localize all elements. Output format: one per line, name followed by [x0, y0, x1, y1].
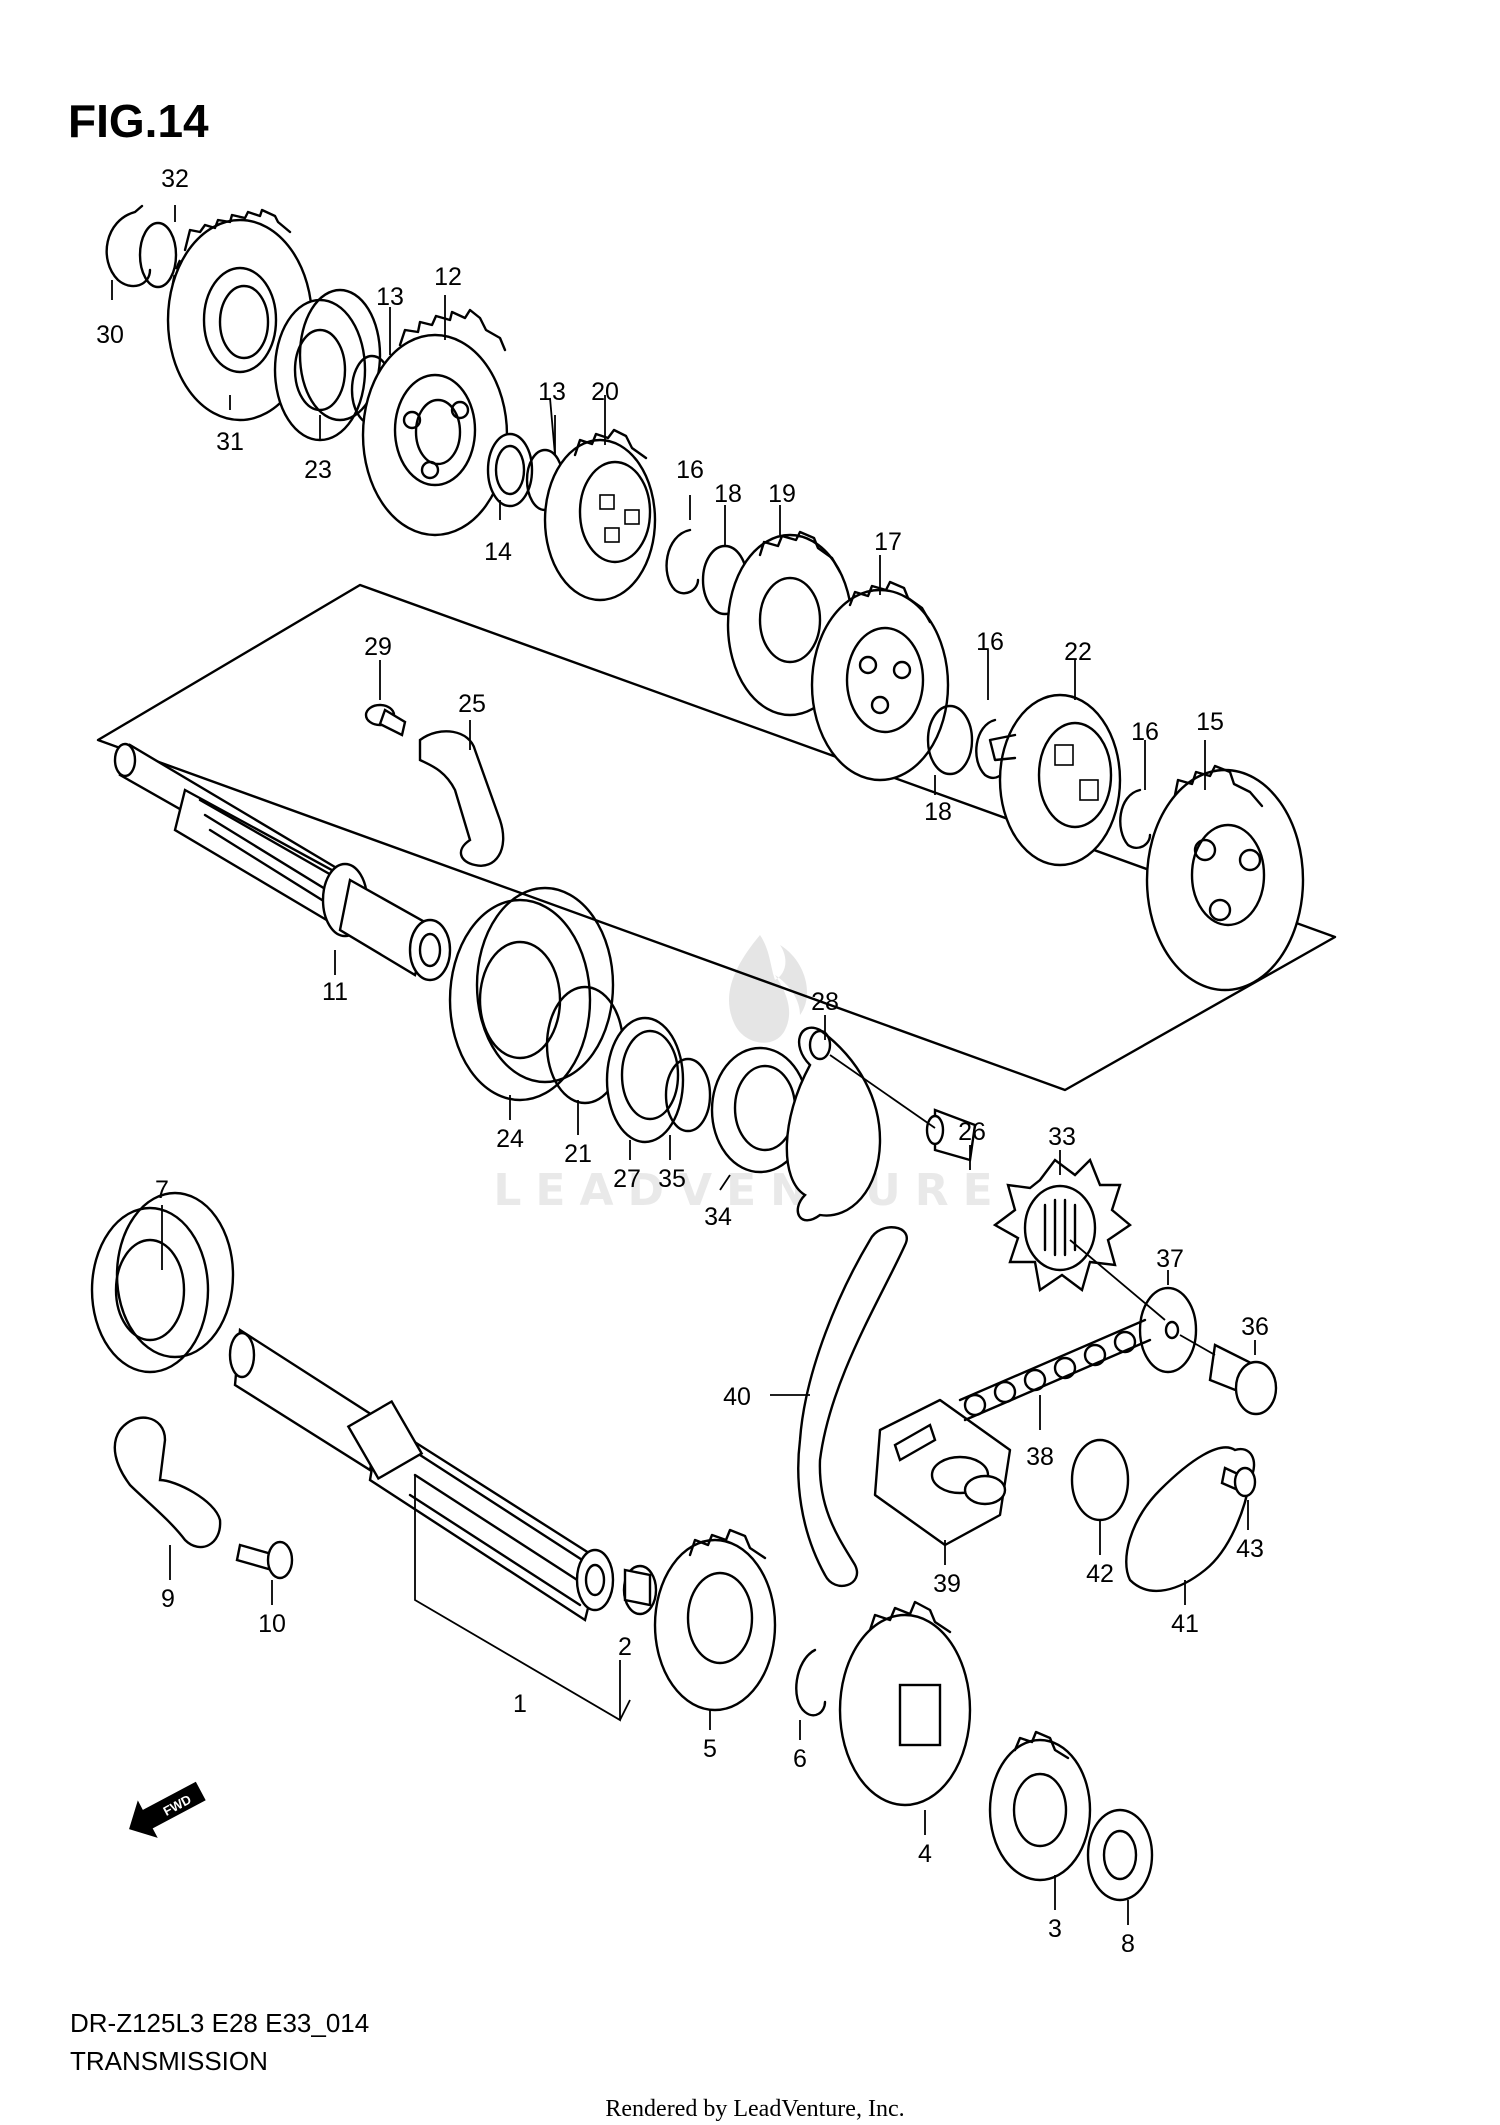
- callout-26: 26: [958, 1118, 986, 1146]
- callout-14: 14: [484, 538, 512, 566]
- figure-title: FIG.14: [68, 95, 209, 147]
- callout-21: 21: [564, 1140, 592, 1168]
- callout-1: 1: [513, 1690, 527, 1718]
- part-7-bearing: [90, 1191, 235, 1374]
- callout-5: 5: [703, 1735, 717, 1763]
- callout-11: 11: [322, 978, 348, 1006]
- leader-lines: [111, 205, 1256, 1925]
- part-40-arm: [797, 1226, 908, 1587]
- model-code: DR-Z125L3 E28 E33_014: [70, 2008, 369, 2038]
- part-4-gear: [838, 1600, 972, 1807]
- callout-16c: 16: [1131, 718, 1159, 746]
- callout-24: 24: [496, 1125, 524, 1153]
- callout-13b: 13: [538, 378, 566, 406]
- part-27-seal: [605, 1016, 685, 1144]
- part-14-needle-bearing: [486, 432, 534, 508]
- part-24-bearing: [448, 886, 615, 1102]
- part-30-circlip: [105, 204, 152, 288]
- callout-7: 7: [155, 1176, 169, 1204]
- callout-3: 3: [1048, 1915, 1062, 1943]
- section-name: TRANSMISSION: [70, 2046, 268, 2076]
- callout-43: 43: [1236, 1535, 1264, 1563]
- part-6-circlip: [795, 1648, 827, 1717]
- callout-8: 8: [1121, 1930, 1135, 1958]
- flame-icon: [729, 935, 808, 1043]
- countershaft-group-box: [96, 583, 1337, 1092]
- part-38-drive-chain: [958, 1318, 1152, 1422]
- watermark: LEADVENTURE: [493, 935, 1006, 1216]
- callout-18a: 18: [714, 480, 742, 508]
- callout-40: 40: [723, 1383, 751, 1411]
- callout-33: 33: [1048, 1123, 1076, 1151]
- callout-9: 9: [161, 1585, 175, 1613]
- callout-13a: 13: [376, 283, 404, 311]
- part-35-o-ring: [664, 1057, 712, 1133]
- part-42-o-ring: [1070, 1438, 1130, 1522]
- callout-18b: 18: [924, 798, 952, 826]
- callout-30: 30: [96, 321, 124, 349]
- callout-39: 39: [933, 1570, 961, 1598]
- part-23-bearing: [273, 288, 382, 442]
- callout-29: 29: [364, 633, 392, 661]
- callout-23: 23: [304, 456, 332, 484]
- render-credit: Rendered by LeadVenture, Inc.: [605, 2096, 904, 2122]
- part-12-gear: [361, 308, 509, 537]
- part-5-gear: [653, 1528, 777, 1712]
- part-39-chain-joint: [873, 1398, 1012, 1547]
- fwd-arrow-icon: FWD: [129, 1781, 206, 1838]
- part-16-circlip: [665, 528, 700, 595]
- callout-27: 27: [613, 1165, 641, 1193]
- callout-36: 36: [1241, 1313, 1269, 1341]
- callout-2: 2: [618, 1633, 632, 1661]
- part-18-washer-b: [926, 704, 974, 776]
- callout-35: 35: [658, 1165, 686, 1193]
- callout-6: 6: [793, 1745, 807, 1773]
- callout-25: 25: [458, 690, 486, 718]
- part-9-retainer: [113, 1416, 222, 1549]
- callout-37: 37: [1156, 1245, 1184, 1273]
- part-32-washer: [138, 221, 178, 289]
- callout-17: 17: [874, 528, 902, 556]
- part-29-screw: [364, 703, 407, 737]
- part-10-screw: [235, 1540, 294, 1580]
- watermark-text: LEADVENTURE: [493, 1165, 1006, 1216]
- part-25-retainer: [418, 730, 505, 867]
- callout-38: 38: [1026, 1443, 1054, 1471]
- part-11-countershaft: [113, 742, 452, 982]
- callout-labels: 30 32 31 23 13 12 13 14 20 16 18 19 17 1…: [96, 165, 1269, 1958]
- part-22-gear: [988, 693, 1122, 867]
- part-43-screw: [1220, 1466, 1257, 1498]
- part-37-washer: [1138, 1286, 1198, 1374]
- callout-10: 10: [258, 1610, 286, 1638]
- part-41-cover: [1125, 1446, 1256, 1593]
- callout-28: 28: [811, 988, 839, 1016]
- callout-20: 20: [591, 378, 619, 406]
- part-2-needle-bearing: [622, 1564, 658, 1616]
- callout-41: 41: [1171, 1610, 1199, 1638]
- callout-16a: 16: [676, 456, 704, 484]
- callout-34: 34: [704, 1203, 732, 1231]
- part-20-gear: [543, 428, 657, 602]
- callout-16b: 16: [976, 628, 1004, 656]
- callout-22: 22: [1064, 638, 1092, 666]
- part-33-sprocket: [992, 1157, 1132, 1293]
- callout-42: 42: [1086, 1560, 1114, 1588]
- part-15-gear: [1145, 764, 1305, 992]
- callout-31: 31: [216, 428, 244, 456]
- callout-15: 15: [1196, 708, 1224, 736]
- part-8-bearing: [1086, 1808, 1154, 1902]
- callout-32: 32: [161, 165, 189, 193]
- part-28-washer: [808, 1029, 832, 1061]
- callout-19: 19: [768, 480, 796, 508]
- part-1-driveshaft: [228, 1327, 615, 1622]
- callout-4: 4: [918, 1840, 932, 1868]
- part-3-gear: [988, 1730, 1092, 1882]
- part-16-circlip-c: [1119, 788, 1152, 849]
- callout-12: 12: [434, 263, 462, 291]
- part-36-bolt: [1208, 1343, 1278, 1416]
